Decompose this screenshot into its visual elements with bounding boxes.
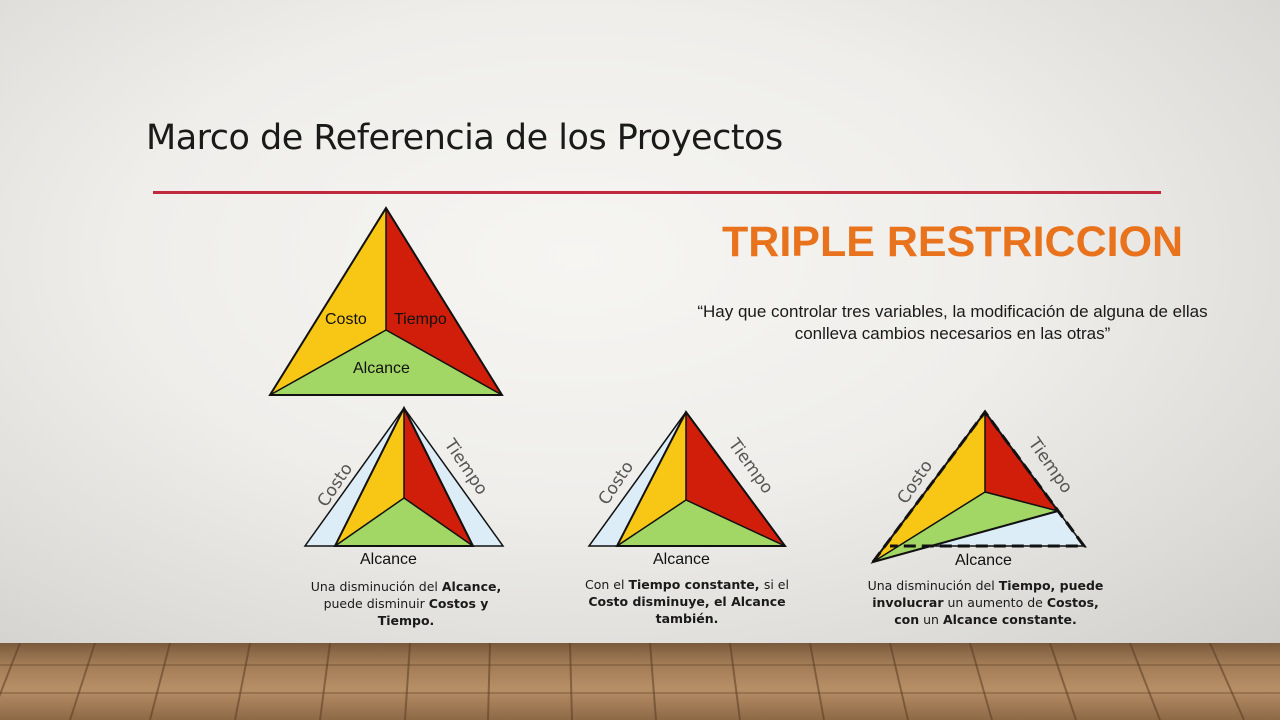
scenario-2-triangle: Costo Tiempo Alcance: [587, 410, 787, 568]
scenario-1-scope-region: [335, 498, 473, 546]
caption-run: si el: [763, 577, 789, 592]
main-label-scope: Alcance: [353, 360, 410, 377]
scenario-2-outline: [615, 410, 787, 547]
caption-run: un aumento de: [943, 595, 1047, 610]
scenario-2-divider-left: [616, 499, 687, 547]
caption-run: Tiempo constante,: [628, 577, 764, 592]
scenario-3-label-scope: Alcance: [955, 552, 1012, 569]
scenario-3-divider-right: [984, 491, 1059, 512]
caption-run: Alcance constante.: [942, 612, 1077, 627]
scenario-1-label-scope: Alcance: [360, 551, 417, 568]
caption-run: Alcance,: [441, 579, 502, 594]
scenario-1-divider-left: [334, 497, 405, 547]
slide-title: Marco de Referencia de los Proyectos: [146, 118, 783, 158]
caption-run: Una disminución del: [310, 579, 442, 594]
constraint-quote: “Hay que controlar tres variables, la mo…: [697, 302, 1208, 343]
scenario-2-caption: Con el Tiempo constante, si el Costo dis…: [578, 576, 796, 627]
caption-run: Tiempo, puede involucrar: [872, 578, 1104, 610]
scenario-1-triangle: Costo Tiempo Alcance: [303, 405, 505, 568]
scenario-3-triangle: Costo Tiempo Alcance: [870, 409, 1087, 569]
scenario-2-label-scope: Alcance: [653, 551, 710, 568]
caption-run: Costos y Tiempo.: [377, 596, 489, 628]
scenario-2-scope-region: [617, 500, 785, 546]
main-label-time: Tiempo: [394, 311, 447, 328]
scenario-1-outline: [333, 405, 475, 547]
scenario-3-original-outline: [871, 409, 1087, 563]
caption-run: un: [919, 612, 943, 627]
main-scope-region: [270, 330, 502, 395]
scenario-3-divider-left: [872, 491, 986, 563]
main-divider-right: [385, 329, 503, 396]
caption-run: Con el: [585, 577, 629, 592]
triangle-diagrams: Costo Tiempo Alcance Costo Tiempo Alcanc…: [268, 206, 1087, 569]
caption-run: Una disminución del: [867, 578, 999, 593]
scenario-3-scope-region: [873, 492, 1058, 562]
caption-run: puede disminuir: [323, 596, 429, 611]
caption-run: Costo disminuye, el Alcance también.: [588, 594, 786, 626]
scenario-2-divider-right: [685, 499, 786, 547]
scenario-3-caption: Una disminución del Tiempo, puede involu…: [858, 577, 1113, 628]
main-label-cost: Costo: [325, 311, 367, 328]
wood-floor: [0, 643, 1280, 720]
title-divider: [153, 191, 1161, 194]
scenario-1-caption: Una disminución del Alcance, puede dismi…: [294, 578, 518, 629]
floor-planks: [0, 643, 1280, 720]
scenario-1-divider-right: [403, 497, 474, 547]
main-triangle-outline: [268, 206, 504, 396]
triple-constraint-heading: TRIPLE RESTRICCION: [722, 218, 1184, 266]
main-triangle: Costo Tiempo Alcance: [268, 206, 504, 396]
caption-run: Costos, con: [894, 595, 1099, 627]
main-divider-left: [269, 329, 387, 396]
